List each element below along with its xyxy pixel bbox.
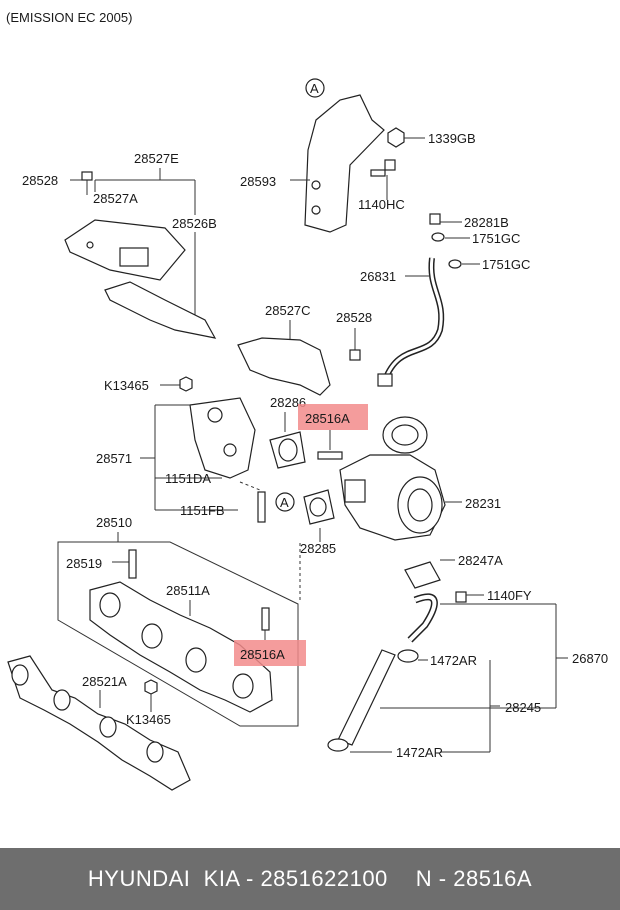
label-28528-upper: 28528 (22, 173, 58, 188)
oil-return-tube-26870 (407, 593, 438, 643)
label-28516A-lower: 28516A (240, 647, 285, 662)
bolt-28528-lower (349, 349, 361, 361)
label-28527C: 28527C (265, 303, 311, 318)
gasket-28247A (404, 561, 441, 589)
gasket-28286 (269, 431, 306, 469)
label-28511A: 28511A (166, 583, 210, 598)
oil-pipe-26831 (377, 257, 445, 387)
label-1472AR-lower: 1472AR (396, 745, 443, 760)
bolt-1140FY (455, 591, 467, 603)
brand-part-number: HYUNDAI KIA - 2851622100 (87, 866, 388, 891)
label-28281B: 28281B (464, 215, 509, 230)
gasket-28521A (7, 655, 191, 791)
highlight-28516A-upper (298, 404, 368, 430)
label-1140HC: 1140HC (358, 197, 405, 212)
bolt-28281B (429, 213, 441, 225)
label-1751GC-upper: 1751GC (472, 231, 520, 246)
washer-1751GC-lower (448, 259, 462, 269)
label-28245: 28245 (505, 700, 541, 715)
bolt-1140HC (370, 159, 396, 177)
stud-28516A-lower (261, 607, 270, 631)
label-1151FB: 1151FB (180, 503, 225, 518)
exploded-parts-diagram: (EMISSION EC 2005) A 1339GB 28593 1140HC… (6, 10, 608, 791)
label-1140FY: 1140FY (487, 588, 532, 603)
label-28516A-upper: 28516A (305, 411, 350, 426)
part-name-code: N - 28516A (415, 866, 533, 891)
stud-28519 (128, 549, 137, 579)
label-K13465-upper: K13465 (104, 378, 149, 393)
stud-1151FB (257, 491, 266, 523)
reference-circle-a-mid (275, 492, 295, 512)
ref-a-top-label: A (310, 81, 319, 96)
ref-a-mid-label: A (280, 495, 289, 510)
nut-K13465-lower (144, 679, 158, 695)
highlight-28516A-lower (234, 640, 306, 666)
diagram-caption: (EMISSION EC 2005) (6, 10, 132, 25)
label-1751GC-lower: 1751GC (482, 257, 530, 272)
label-28286: 28286 (270, 395, 306, 410)
washer-1751GC-upper (431, 232, 445, 242)
part-number-banner: HYUNDAI KIA - 2851622100 N - 28516A (0, 848, 620, 910)
label-1472AR-upper: 1472AR (430, 653, 477, 668)
label-1151DA: 1151DA (165, 471, 211, 486)
heat-shield-28527A (64, 219, 186, 281)
exhaust-manifold-28511A (89, 581, 273, 713)
label-28247A: 28247A (458, 553, 503, 568)
nut-K13465-upper (179, 376, 193, 392)
label-28521A: 28521A (82, 674, 127, 689)
gasket-28285 (303, 489, 335, 525)
heat-shield-28526B (104, 281, 217, 339)
label-28528-lower: 28528 (336, 310, 372, 325)
clamp-1472AR-upper (397, 649, 419, 663)
label-28527E: 28527E (134, 151, 179, 166)
label-28519: 28519 (66, 556, 102, 571)
label-28510: 28510 (96, 515, 132, 530)
stud-28516A-upper (317, 451, 343, 460)
clamp-1472AR-lower (327, 738, 349, 752)
turbocharger-28231 (339, 416, 446, 541)
label-26870: 26870 (572, 651, 608, 666)
label-28593: 28593 (240, 174, 276, 189)
heat-shield-28527C (237, 337, 331, 396)
label-28285: 28285 (300, 541, 336, 556)
label-28526B: 28526B (172, 216, 217, 231)
nut-1339GB (387, 127, 405, 148)
bracket-28593 (304, 94, 385, 233)
reference-circle-a-top (305, 78, 325, 98)
bolt-28528-upper (81, 171, 93, 195)
label-28527A: 28527A (93, 191, 138, 206)
label-28571: 28571 (96, 451, 132, 466)
hose-28245 (337, 649, 396, 746)
label-1339GB: 1339GB (428, 131, 476, 146)
label-K13465-lower: K13465 (126, 712, 171, 727)
turbo-manifold-28571 (189, 397, 256, 479)
label-28231: 28231 (465, 496, 501, 511)
label-26831: 26831 (360, 269, 396, 284)
